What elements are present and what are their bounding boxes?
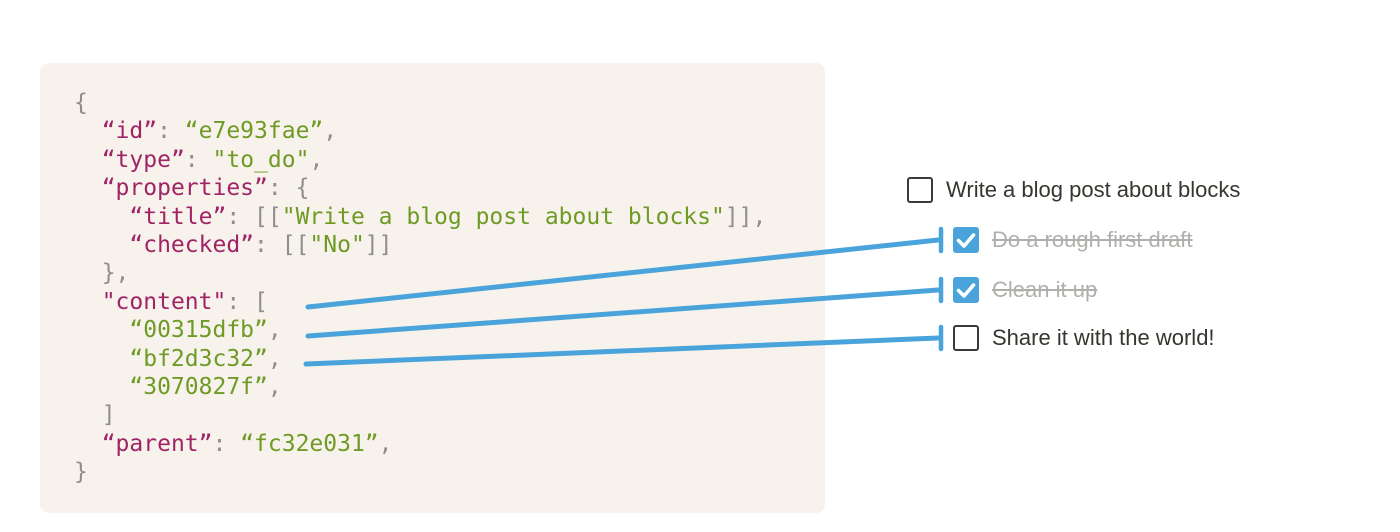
code-token-punct: {: [74, 90, 88, 116]
code-line: “bf2d3c32”,: [74, 345, 797, 373]
code-line: }: [74, 458, 797, 486]
code-token-punct: [74, 204, 129, 230]
code-token-punct: :: [212, 430, 241, 457]
code-token-key: “title”: [129, 203, 227, 230]
todo-label: Clean it up: [992, 277, 1098, 302]
code-token-str: “00315dfb”: [129, 317, 268, 344]
code-token-punct: : [: [226, 288, 268, 315]
code-token-punct: [74, 317, 129, 343]
todo-item: Share it with the world!: [953, 325, 1215, 351]
code-line: "content": [: [74, 288, 797, 316]
code-token-key: “type”: [101, 146, 185, 173]
code-token-punct: : {: [267, 175, 310, 202]
code-token-punct: :: [184, 146, 213, 173]
todo-label: Write a blog post about blocks: [946, 177, 1241, 202]
code-token-str: "Write a blog post about blocks": [281, 203, 725, 230]
checkbox-unchecked-icon[interactable]: [953, 325, 979, 351]
code-token-punct: ,: [378, 430, 393, 457]
todo-label: Share it with the world!: [992, 325, 1215, 350]
todo-item: Do a rough first draft: [953, 227, 1193, 253]
code-token-punct: [74, 289, 102, 315]
code-token-punct: ,: [267, 345, 282, 372]
code-token-str: “fc32e031”: [240, 430, 379, 457]
code-line: “00315dfb”,: [74, 316, 797, 344]
code-token-punct: [74, 346, 129, 372]
code-token-punct: [74, 118, 102, 144]
code-token-punct: },: [74, 260, 130, 287]
code-line: “3070827f”,: [74, 373, 797, 401]
code-line: “properties”: {: [74, 174, 797, 202]
code-token-key: “parent”: [101, 430, 213, 457]
code-token-punct: ]]: [364, 231, 393, 258]
code-token-key: "content": [101, 288, 227, 315]
checkbox-checked-icon[interactable]: [953, 277, 979, 303]
code-token-punct: [74, 431, 102, 457]
code-token-punct: ,: [267, 373, 282, 400]
code-token-punct: [74, 374, 129, 400]
code-token-key: “properties”: [101, 175, 268, 202]
code-token-punct: [74, 147, 102, 173]
checkbox-checked-icon[interactable]: [953, 227, 979, 253]
code-token-str: "to_do": [212, 146, 310, 173]
todo-label: Do a rough first draft: [992, 227, 1193, 252]
code-token-punct: ,: [267, 317, 282, 344]
todo-item: Write a blog post about blocks: [907, 177, 1240, 203]
code-token-punct: ]: [74, 402, 116, 429]
code-token-punct: :: [157, 118, 185, 145]
code-line: “id”: “e7e93fae”,: [74, 117, 797, 145]
code-token-str: “bf2d3c32”: [129, 345, 268, 372]
code-token-punct: [74, 175, 102, 201]
code-line: },: [74, 259, 797, 287]
code-token-punct: [74, 232, 129, 258]
code-token-str: "No": [309, 231, 365, 258]
code-token-key: “checked”: [129, 231, 255, 258]
json-code-block: { “id”: “e7e93fae”, “type”: "to_do", “pr…: [40, 63, 825, 513]
code-token-str: “e7e93fae”: [184, 118, 324, 145]
code-token-key: “id”: [101, 118, 158, 145]
code-line: “type”: "to_do",: [74, 146, 797, 174]
code-token-str: “3070827f”: [129, 373, 268, 400]
code-line: “parent”: “fc32e031”,: [74, 430, 797, 458]
code-token-punct: ]],: [724, 203, 767, 230]
code-token-punct: ,: [309, 146, 324, 173]
code-token-punct: : [[: [254, 231, 310, 258]
todo-item: Clean it up: [953, 277, 1097, 303]
checkbox-unchecked-icon[interactable]: [907, 177, 933, 203]
code-line: “checked”: [["No"]]: [74, 231, 797, 259]
code-line: “title”: [["Write a blog post about bloc…: [74, 203, 797, 231]
code-token-punct: ,: [323, 118, 338, 145]
code-line: ]: [74, 401, 797, 429]
code-token-punct: : [[: [226, 203, 282, 230]
code-token-punct: }: [74, 459, 88, 486]
code-line: {: [74, 89, 797, 117]
